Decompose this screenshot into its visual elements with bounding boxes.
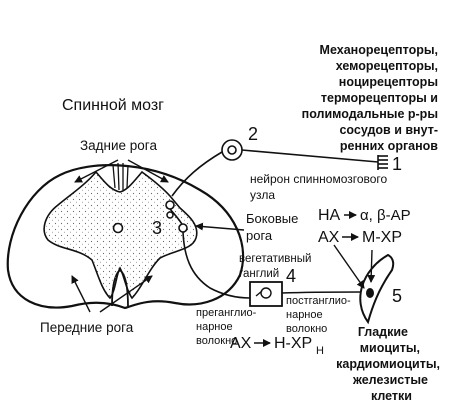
postgang-label-3: волокно: [286, 323, 327, 335]
effector-line: железистые: [352, 373, 428, 387]
horn-pointer-lines: [71, 159, 245, 313]
effector-line: клетки: [371, 389, 412, 403]
formula-ach-bottom-left: АХ: [230, 335, 252, 352]
receptor-line: ноцирецепторы: [339, 75, 438, 89]
neuron-label-1: нейрон спинномозгового: [250, 172, 388, 186]
number-2: 2: [248, 124, 258, 144]
receptor-line: полимодальные р-ры: [302, 107, 438, 121]
receptor-line: Механорецепторы,: [320, 43, 438, 57]
vegetative-ganglion: [249, 281, 363, 307]
effector-line: Гладкие: [358, 325, 408, 339]
lateral-horn-neuron: [166, 211, 174, 219]
dorsal-sulcus: [112, 162, 129, 191]
veg-ganglion-label-2: ганглий: [239, 268, 279, 280]
receptor-list: Механорецепторы, хеморецепторы, ноциреце…: [302, 43, 439, 153]
posterior-horns-label: Задние рога: [80, 138, 157, 153]
formula-ach-bottom: АХ Н-ХР Н: [230, 335, 324, 357]
formula-subscript: Н: [316, 345, 324, 357]
receptor-line: хеморецепторы,: [336, 59, 438, 73]
formula-na-left: НА: [318, 207, 341, 224]
grey-matter: [43, 170, 198, 300]
formula-ach-bottom-right: Н-ХР: [274, 335, 312, 352]
receptor-line: ренних органов: [340, 139, 438, 153]
receptor-line: сосудов и внут-: [339, 123, 438, 137]
neuron-label-2: узла: [250, 188, 275, 202]
formula-ach-top-right: М-ХР: [362, 229, 402, 246]
postgang-label-1: постганглио-: [286, 295, 351, 307]
pregang-label-3: волокно: [196, 335, 237, 347]
pregang-label-2: нарное: [196, 321, 233, 333]
formula-na: НА α, β-АР: [318, 207, 411, 224]
receptor-icon: [377, 155, 388, 170]
effector-line: кардиомиоциты,: [336, 357, 440, 371]
number-3: 3: [152, 218, 162, 238]
sensory-pathway: [165, 139, 379, 299]
anterior-horns-label: Передние рога: [40, 320, 134, 335]
diagram-title: Спинной мозг: [62, 97, 164, 114]
formula-ach-top-left: АХ: [318, 229, 340, 246]
number-4: 4: [286, 266, 296, 286]
effector-line: миоциты,: [360, 341, 420, 355]
pregang-label-1: преганглио-: [196, 307, 257, 319]
receptor-line: терморецепторы и: [321, 91, 438, 105]
formula-ach-top: АХ М-ХР: [318, 229, 402, 246]
lateral-horns-label-1: Боковые: [246, 211, 298, 226]
number-5: 5: [392, 286, 402, 306]
veg-ganglion-label-1: вегетативный: [239, 253, 311, 265]
postgang-label-2: нарное: [286, 309, 323, 321]
effector-cell: [333, 244, 395, 325]
effector-list: Гладкие миоциты, кардиомиоциты, железист…: [336, 325, 440, 403]
lateral-horns-label-2: рога: [246, 228, 273, 243]
number-1: 1: [392, 154, 402, 174]
formula-na-right: α, β-АР: [360, 207, 411, 224]
central-canal: [112, 222, 124, 234]
spinal-cord-section: [6, 162, 245, 310]
